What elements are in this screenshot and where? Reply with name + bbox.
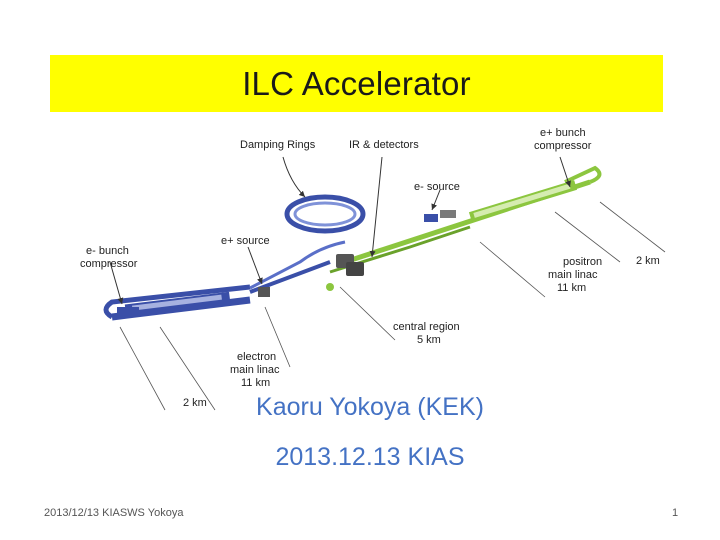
label-two-km-right: 2 km [636, 255, 660, 267]
footer-text: 2013/12/13 KIASWS Yokoya [44, 507, 184, 519]
label-damping-rings: Damping Rings [240, 139, 316, 151]
label-e-plus-bunch-compressor-1: e+ bunch [540, 127, 586, 139]
electron-beamline [103, 240, 346, 321]
label-e-plus-bunch-compressor-2: compressor [534, 140, 592, 152]
author-line: Kaoru Yokoya (KEK) [256, 393, 484, 421]
positron-beamline [329, 165, 602, 274]
title-bar: ILC Accelerator [50, 55, 663, 112]
damping-rings [284, 194, 366, 234]
label-electron-linac-3: 11 km [241, 377, 270, 389]
e-minus-bunch-compressor-block [117, 307, 139, 315]
label-positron-linac-2: main linac [548, 269, 598, 281]
page-number: 1 [672, 507, 679, 519]
dimension-lines [119, 201, 666, 411]
label-positron-linac-1: positron [563, 256, 602, 268]
label-e-plus-source: e+ source [221, 235, 270, 247]
ir-detectors [326, 254, 364, 291]
e-plus-source-block [258, 287, 270, 297]
label-central-region-2: 5 km [417, 334, 441, 346]
label-e-minus-bunch-compressor-1: e- bunch [86, 245, 129, 257]
label-electron-linac-2: main linac [230, 364, 280, 376]
date-venue-line: 2013.12.13 KIAS [275, 443, 465, 471]
callout-lines [109, 156, 571, 305]
label-e-minus-source: e- source [414, 181, 460, 193]
label-electron-linac-1: electron [237, 351, 276, 363]
label-two-km-left: 2 km [183, 397, 207, 409]
ilc-accelerator-diagram: Damping Rings IR & detectors e+ bunch co… [80, 127, 666, 411]
label-positron-linac-3: 11 km [557, 282, 586, 294]
label-ir-detectors: IR & detectors [349, 139, 419, 151]
label-central-region-1: central region [393, 321, 460, 333]
e-minus-source-block [424, 210, 456, 222]
slide-title: ILC Accelerator [242, 64, 471, 102]
label-e-minus-bunch-compressor-2: compressor [80, 258, 138, 270]
